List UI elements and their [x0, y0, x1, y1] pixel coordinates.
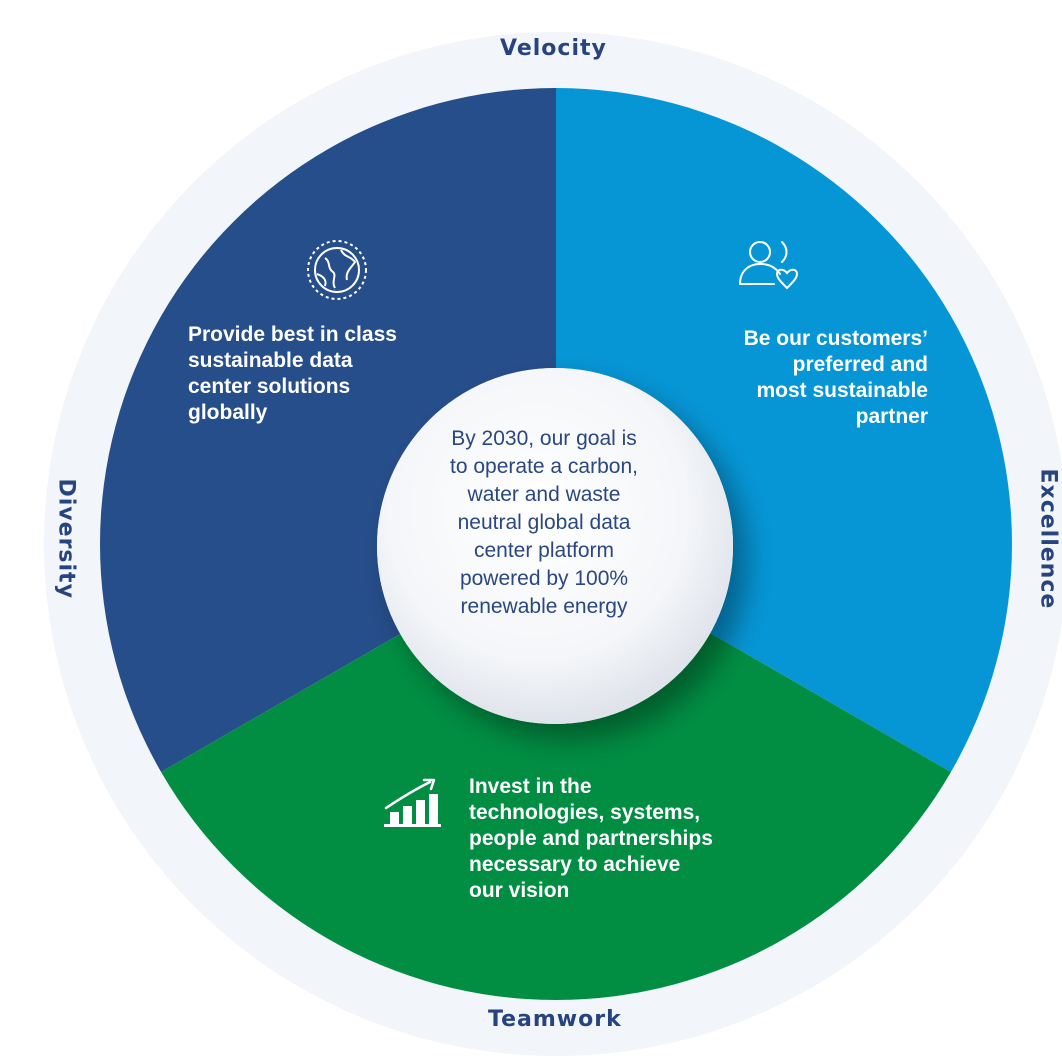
- value-excellence: Excellence: [1035, 468, 1061, 610]
- pillar-line: preferred and: [792, 353, 928, 376]
- pillar-customers-text: Be our customers’ preferred and most sus…: [690, 326, 928, 430]
- pillar-line: most sustainable: [756, 379, 928, 402]
- center-line: to operate a carbon,: [450, 455, 638, 478]
- pillar-line: Be our customers’: [743, 327, 928, 350]
- center-line: By 2030, our goal is: [451, 427, 637, 450]
- pillar-line: technologies, systems,: [469, 801, 701, 824]
- center-line: water and waste: [467, 483, 621, 506]
- pillar-line: center solutions: [188, 375, 351, 398]
- customer-heart-icon: [739, 241, 799, 290]
- value-teamwork: Teamwork: [488, 1007, 622, 1032]
- pillar-line: sustainable data: [188, 349, 353, 372]
- value-velocity: Velocity: [500, 36, 607, 61]
- pillar-line: people and partnerships: [469, 827, 713, 850]
- center-goal-text: By 2030, our goal is to operate a carbon…: [412, 425, 676, 621]
- pillar-line: Provide best in class: [188, 323, 397, 346]
- pillar-line: our vision: [469, 879, 570, 902]
- pillar-invest-text: Invest in the technologies, systems, peo…: [469, 774, 789, 904]
- center-line: center platform: [473, 539, 615, 562]
- pillar-line: Invest in the: [469, 775, 592, 798]
- pillar-best-in-class-text: Provide best in class sustainable data c…: [188, 322, 468, 426]
- segment-invest: [161, 544, 951, 1000]
- center-line: neutral global data: [457, 511, 631, 534]
- growth-chart-icon: [384, 778, 441, 827]
- center-line: renewable energy: [460, 595, 628, 618]
- pillar-line: globally: [188, 401, 268, 424]
- globe-icon: [307, 240, 367, 300]
- center-disc: [377, 368, 733, 724]
- pillar-line: partner: [855, 405, 928, 428]
- value-diversity: Diversity: [53, 478, 79, 599]
- pillar-line: necessary to achieve: [469, 853, 681, 876]
- center-line: powered by 100%: [459, 567, 629, 590]
